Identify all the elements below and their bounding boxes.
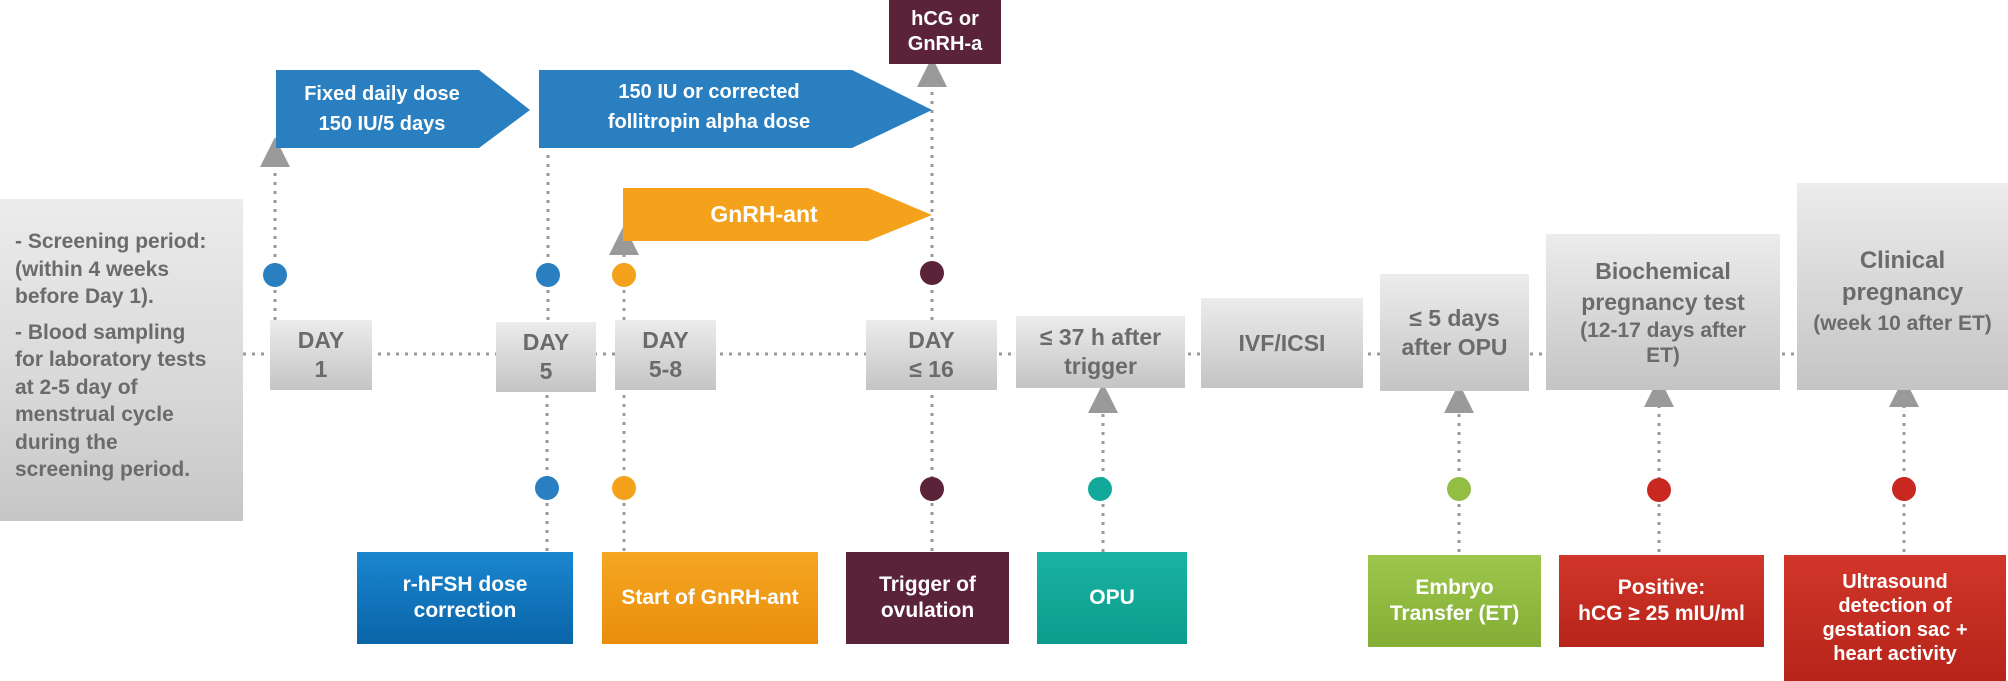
start-gnrh-line1: Start of GnRH-ant [621, 585, 799, 609]
fixed-dose-line1: Fixed daily dose [304, 83, 460, 105]
trigger-ovulation-line1: Trigger of [879, 572, 976, 596]
after-opu-label-2: after OPU [1401, 333, 1508, 360]
ivf-label: IVF/ICSI [1238, 329, 1326, 356]
ultrasound-line1: Ultrasound detection of gestation sac + [1822, 571, 1968, 641]
corrected-dose-arrow [539, 70, 932, 148]
box-positive-hcg: Positive: hCG ≥ 25 mIU/ml [1559, 555, 1764, 647]
dot-positive-red [1647, 478, 1671, 502]
box-start-gnrh-ant: Start of GnRH-ant [602, 552, 818, 644]
day5-value: 5 [539, 358, 553, 384]
timeline-trigger: ≤ 37 h after trigger [1016, 316, 1185, 388]
clinical-sub: (week 10 after ET) [1813, 311, 1992, 335]
biochem-sub: (12-17 days after ET) [1580, 318, 1746, 368]
timeline-ivf-icsi: IVF/ICSI [1201, 298, 1363, 388]
clinical-label: Clinical pregnancy [1841, 247, 1964, 307]
dot-day58-orange-top [612, 263, 636, 287]
dot-day58-orange-bottom [612, 476, 636, 500]
box-embryo-transfer: Embryo Transfer (ET) [1368, 555, 1541, 647]
embryo-line2: Transfer (ET) [1389, 602, 1520, 625]
dot-day1-blue [263, 263, 287, 287]
rhfsh-line1: r-hFSH dose [402, 572, 528, 596]
corrected-dose-line2: follitropin alpha dose [607, 111, 811, 133]
dot-ultrasound-red [1892, 477, 1916, 501]
timeline-after-opu: ≤ 5 days after OPU [1380, 274, 1529, 391]
dot-embryo-green [1447, 477, 1471, 501]
ultrasound-line2: heart activity [1833, 643, 1957, 665]
biochem-label: Biochemical pregnancy test [1581, 257, 1745, 315]
box-opu: OPU [1037, 552, 1187, 644]
day58-label: DAY [642, 327, 689, 354]
gnrh-ant-text: GnRH-ant [710, 201, 818, 228]
opu-line1: OPU [1089, 585, 1135, 609]
dot-day16-maroon-top [920, 261, 944, 285]
timeline-clinical: Clinical pregnancy (week 10 after ET) [1797, 183, 2008, 390]
positive-line1: Positive: [1617, 575, 1706, 599]
box-rhfsh-correction: r-hFSH dose correction [357, 552, 573, 644]
dot-day16-maroon-bottom [920, 477, 944, 501]
corrected-dose-line1: 150 IU or corrected [618, 81, 800, 103]
gnrh-ant-label: GnRH-ant [623, 188, 905, 241]
fixed-dose-arrow [276, 70, 530, 148]
screening-text-1: - Screening period: (within 4 weeks befo… [15, 230, 207, 308]
embryo-line1: Embryo [1415, 575, 1494, 599]
hcg-label-1: hCG or [911, 8, 979, 30]
gnrh-ant-arrow [623, 188, 932, 241]
hcg-label-2: GnRH-a [907, 33, 983, 55]
timeline-day-5-8: DAY 5-8 [615, 320, 716, 390]
rhfsh-line2: correction [413, 599, 517, 622]
day16-value: ≤ 16 [909, 356, 954, 382]
fixed-dose-label: Fixed daily dose 150 IU/5 days [276, 70, 488, 148]
day5-label: DAY [522, 329, 570, 356]
day16-label: DAY [908, 327, 955, 354]
fixed-dose-line2: 150 IU/5 days [318, 113, 446, 135]
dot-day5-blue-top [536, 263, 560, 287]
day58-value: 5-8 [648, 356, 683, 382]
box-trigger-ovulation: Trigger of ovulation [846, 552, 1009, 644]
timeline-day-1: DAY 1 [270, 320, 372, 390]
screening-text-2: - Blood sampling for laboratory tests at… [15, 320, 207, 482]
box-ultrasound: Ultrasound detection of gestation sac + … [1784, 555, 2006, 681]
screening-box: - Screening period: (within 4 weeks befo… [0, 199, 243, 521]
day1-value: 1 [314, 356, 328, 382]
dot-day5-blue-bottom [535, 476, 559, 500]
trigger-ovulation-line2: ovulation [880, 599, 975, 622]
positive-line2: hCG ≥ 25 mIU/ml [1578, 602, 1745, 625]
timeline-day-5: DAY 5 [496, 322, 596, 392]
timeline-day-16: DAY ≤ 16 [866, 320, 997, 390]
timeline-biochemical: Biochemical pregnancy test (12-17 days a… [1546, 234, 1780, 390]
dot-opu-teal [1088, 477, 1112, 501]
day1-label: DAY [297, 327, 345, 354]
trigger-label-2: trigger [1064, 353, 1137, 379]
corrected-dose-label: 150 IU or corrected follitropin alpha do… [539, 70, 879, 144]
after-opu-label-1: ≤ 5 days [1409, 304, 1500, 331]
trigger-label-1: ≤ 37 h after [1039, 324, 1162, 351]
hcg-box: hCG or GnRH-a [889, 0, 1001, 64]
